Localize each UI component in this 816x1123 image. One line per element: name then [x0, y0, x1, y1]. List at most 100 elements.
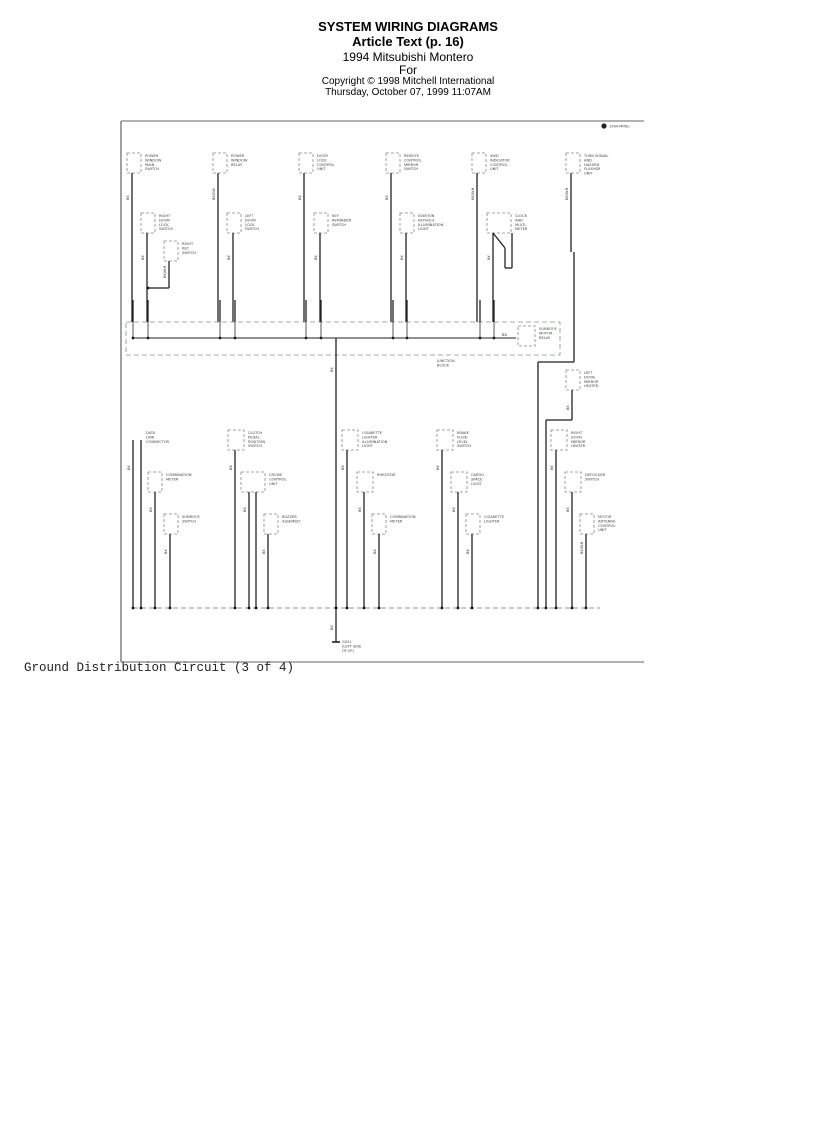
relay-pin-label: B6	[502, 333, 507, 337]
ground-bus-dot-6	[254, 606, 258, 610]
ground-wire-color: BK	[330, 625, 334, 630]
ground-bus-dot-11	[377, 606, 381, 610]
for-label: For	[399, 63, 417, 77]
bottom-component-2	[163, 513, 179, 535]
bottom-component-14	[579, 513, 595, 535]
bottom-wire-color-9: BK	[436, 465, 440, 470]
bottom-component-12	[550, 429, 568, 451]
second-component-2	[313, 212, 329, 234]
ground-bus-dot-4	[233, 606, 237, 610]
ground-bus-dot-2	[153, 606, 157, 610]
top-wire-color-3: BK	[385, 195, 389, 200]
bottom-component-9	[436, 429, 454, 451]
ground-bus-dot-12	[440, 606, 444, 610]
top-wire-color-2: BK	[298, 195, 302, 200]
top-component-5	[565, 152, 581, 174]
ground-bus-dot-15	[536, 606, 540, 610]
second-component-1	[226, 212, 242, 234]
junction-block-box	[125, 321, 561, 356]
article-subtitle: Article Text (p. 16)	[352, 34, 464, 49]
document-title: SYSTEM WIRING DIAGRAMS	[318, 19, 498, 34]
bottom-wire-color-3: BK	[229, 465, 233, 470]
top-wire-color-5: BK/WH	[565, 187, 569, 200]
bottom-wire-color-6: BK	[341, 465, 345, 470]
ground-bus-dot-5	[247, 606, 251, 610]
bottom-component-1	[147, 471, 163, 493]
bottom-wire-color-1: BK	[149, 507, 153, 512]
bottom-component-8	[371, 513, 387, 535]
trunk-wire-color: BK	[330, 367, 334, 372]
second-component-3	[399, 212, 415, 234]
badge-icon	[601, 123, 607, 129]
left-mirror-wire-color: BK	[566, 405, 570, 410]
bottom-component-4	[240, 471, 266, 493]
top-component-1	[212, 152, 228, 174]
second-wire-color-4: BK	[487, 255, 491, 260]
bottom-component-5	[263, 513, 279, 535]
top-wire-color-1: BK/GN	[212, 188, 216, 200]
timestamp: Thursday, October 07, 1999 11:07AM	[325, 87, 491, 98]
dlc-wire-color: BK	[127, 465, 131, 470]
ground-bus-dot-14	[470, 606, 474, 610]
key-switch-wire-color: BK/WH	[163, 265, 167, 278]
bottom-component-11	[465, 513, 481, 535]
right-key-switch	[163, 240, 179, 262]
top-wire-color-4: BK/WH	[471, 187, 475, 200]
vehicle-name: 1994 Mitsubishi Montero	[342, 50, 474, 64]
bottom-component-7	[356, 471, 374, 493]
ground-bus-dot-10	[362, 606, 366, 610]
bottom-component-10	[450, 471, 468, 493]
second-wire-color-2: BK	[314, 255, 318, 260]
ground-bus-dot-3	[168, 606, 172, 610]
left-door-mirror-heater	[565, 369, 581, 391]
badge-label: 1994 MPBC	[609, 125, 630, 129]
ground-bus-dot-0	[131, 606, 135, 610]
bottom-wire-color-14: BK/WH	[580, 541, 584, 554]
ground-bus-dot-18	[570, 606, 574, 610]
bottom-wire-color-8: BK	[373, 549, 377, 554]
bottom-component-13	[564, 471, 582, 493]
ground-bus-dot-9	[345, 606, 349, 610]
ground-bus-dot-13	[456, 606, 460, 610]
ground-bus-dot-16	[544, 606, 548, 610]
bottom-wire-color-11: BK	[466, 549, 470, 554]
second-wire-color-1: BK	[227, 255, 231, 260]
top-component-4	[471, 152, 487, 174]
diagram-caption: Ground Distribution Circuit (3 of 4)	[24, 661, 295, 675]
bottom-wire-color-10: BK	[452, 507, 456, 512]
bottom-component-3	[227, 429, 245, 451]
top-component-0	[126, 152, 142, 174]
sunroof-motor-relay	[517, 325, 536, 347]
bottom-wire-color-7: BK	[358, 507, 362, 512]
ground-bus-dot-1	[139, 606, 143, 610]
top-wire-color-0: BK	[126, 195, 130, 200]
ground-bus-dot-17	[554, 606, 558, 610]
bottom-wire-color-2: BK	[164, 549, 168, 554]
ground-bus-dot-7	[266, 606, 270, 610]
